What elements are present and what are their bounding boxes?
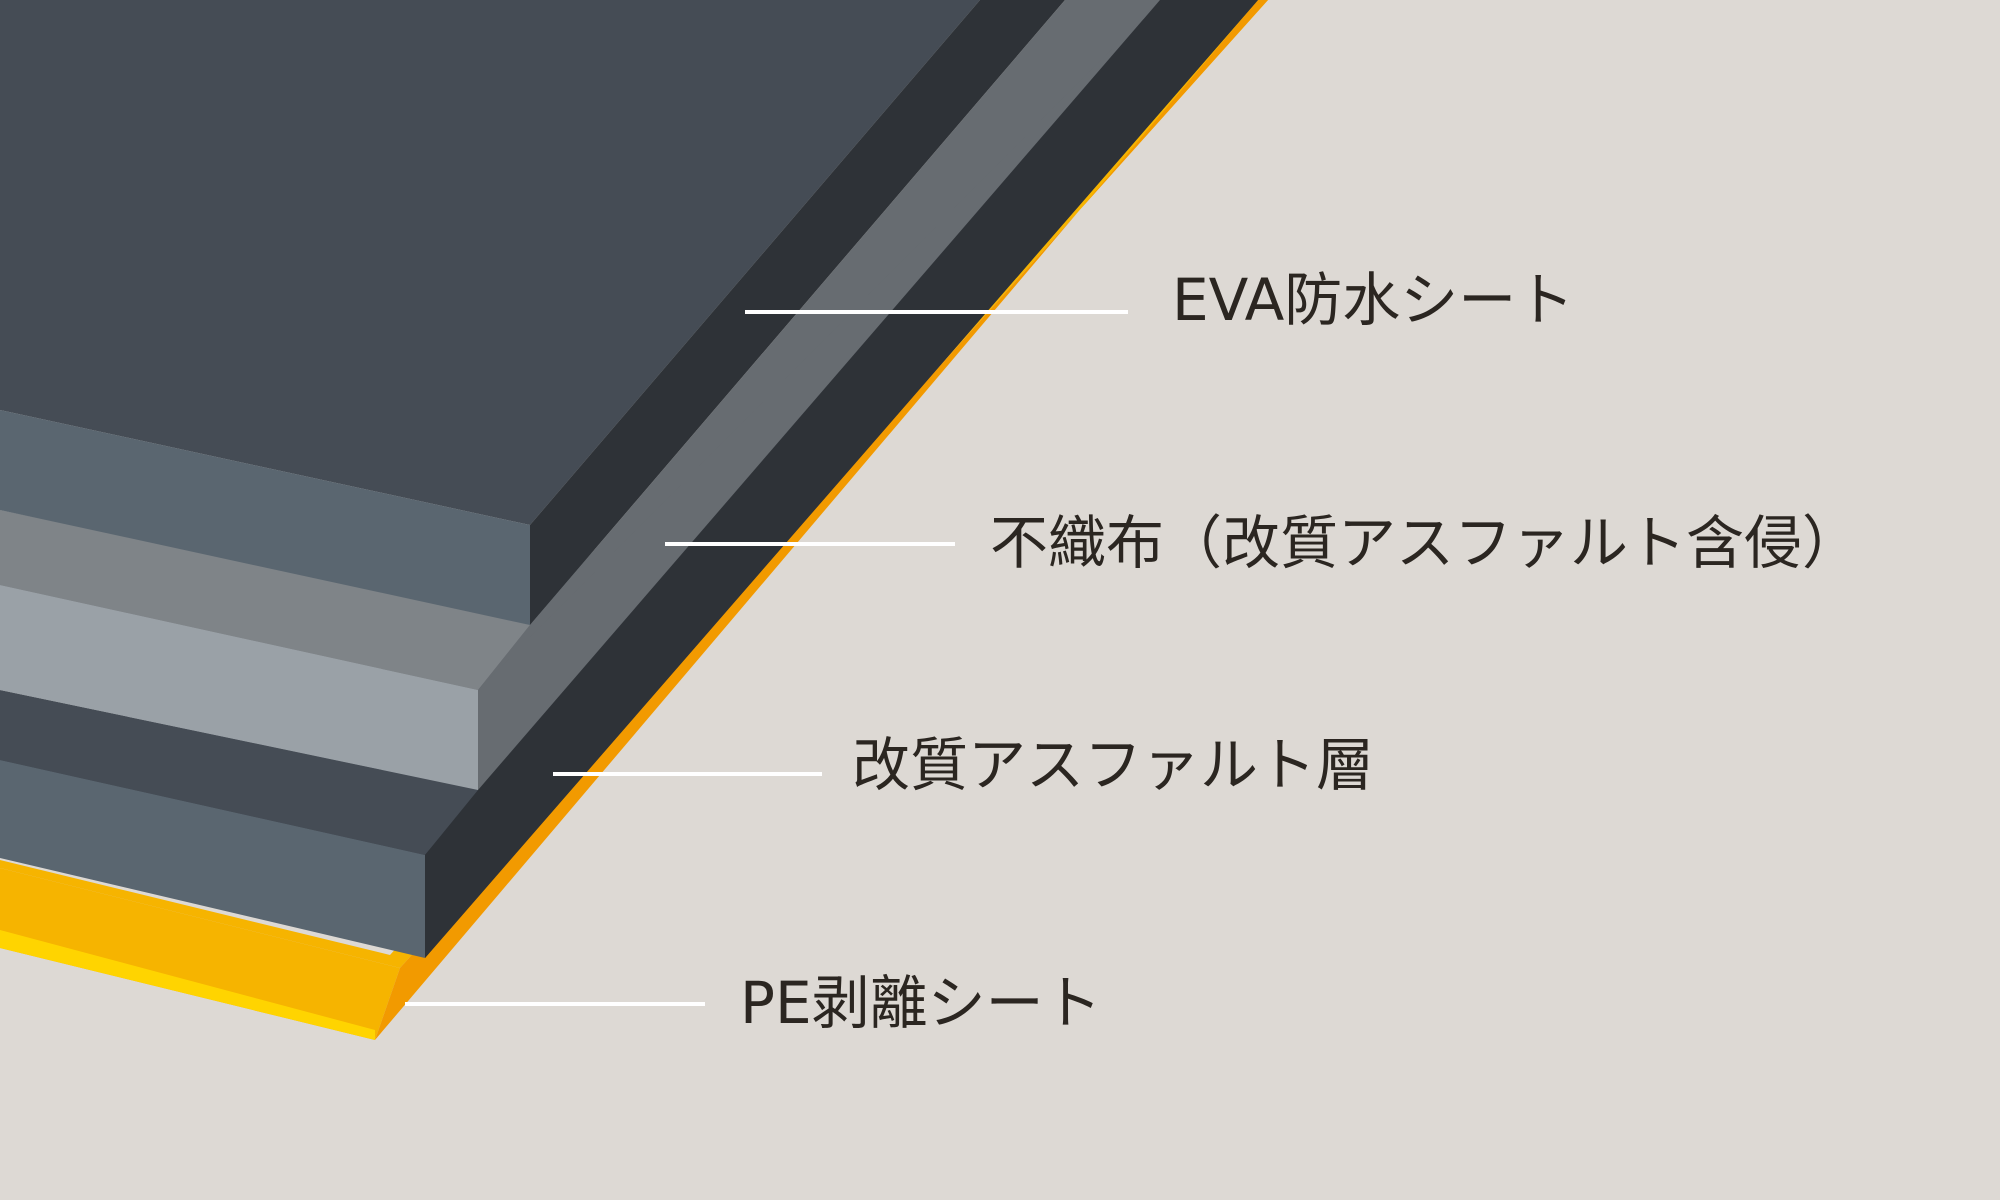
label-nonwoven-fabric: 不織布（改質アスファルト含侵） <box>990 509 1861 577</box>
label-eva-sheet: EVA防水シート <box>1172 266 1575 334</box>
fabric-layer-front <box>0 585 478 790</box>
pe-sheet-front-edge <box>0 930 375 1040</box>
asphalt-layer-top-strip <box>0 690 480 855</box>
fabric-side-band <box>478 0 1160 690</box>
fabric-layer-top-strip <box>0 510 530 690</box>
eva-sheet-top <box>0 0 980 525</box>
asphalt-layer-front <box>0 760 425 958</box>
pe-sheet-front <box>0 868 400 1040</box>
asphalt-side-band <box>425 0 1258 958</box>
label-pe-release-sheet: PE剥離シート <box>740 969 1102 1037</box>
label-modified-asphalt-layer: 改質アスファルト層 <box>852 731 1375 799</box>
eva-sheet-front <box>0 410 530 625</box>
